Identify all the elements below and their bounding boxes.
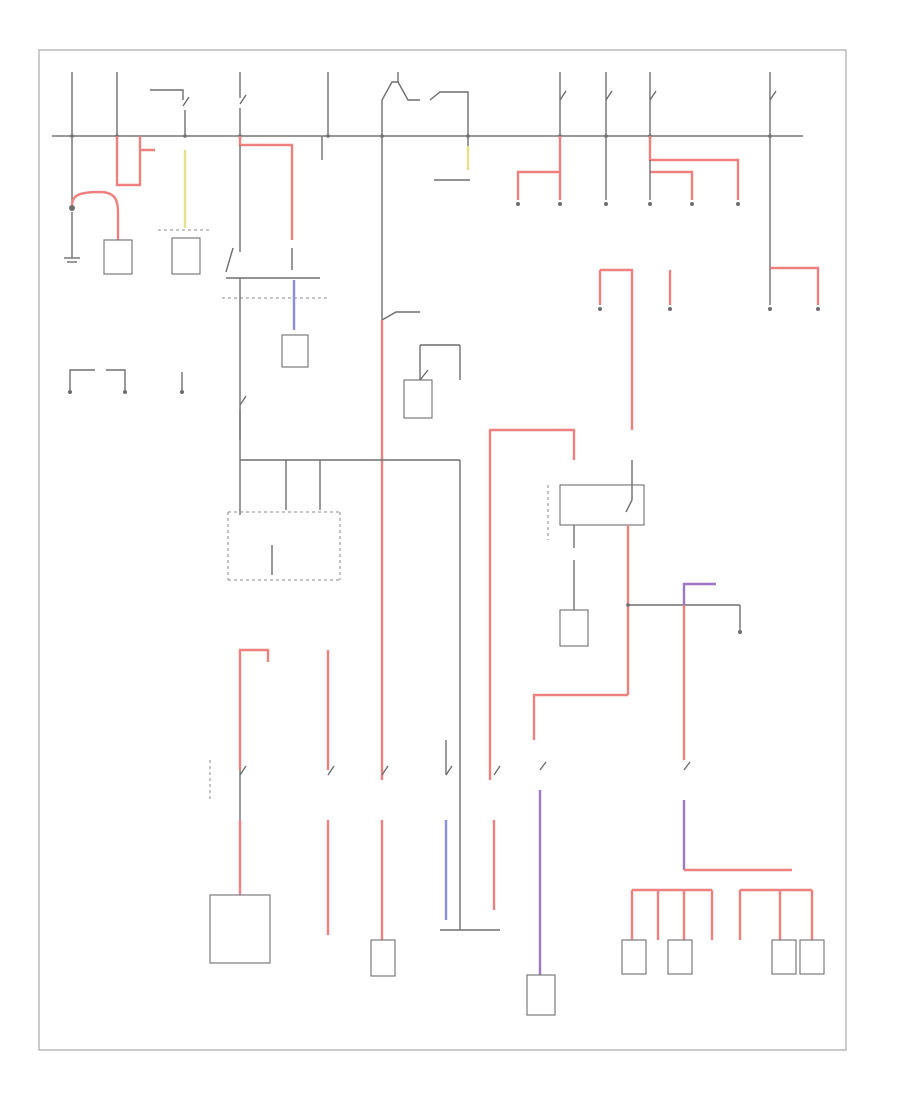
main-power-bus <box>52 72 803 138</box>
distribution-box <box>227 459 461 930</box>
bottom-feeds <box>209 648 556 1016</box>
battery-module <box>103 239 133 275</box>
battery-branch <box>64 136 155 275</box>
yellow-wire-module <box>158 150 212 275</box>
top-fuse-row <box>150 72 777 150</box>
diagram-border <box>38 49 847 1051</box>
right-relay-box <box>488 428 742 780</box>
left-connector-row <box>68 369 184 394</box>
bottom-right-fuse-block <box>621 735 825 975</box>
starter-relay-branch <box>222 136 330 515</box>
center-relay-branch <box>380 136 470 780</box>
right-top-loads <box>516 136 820 430</box>
